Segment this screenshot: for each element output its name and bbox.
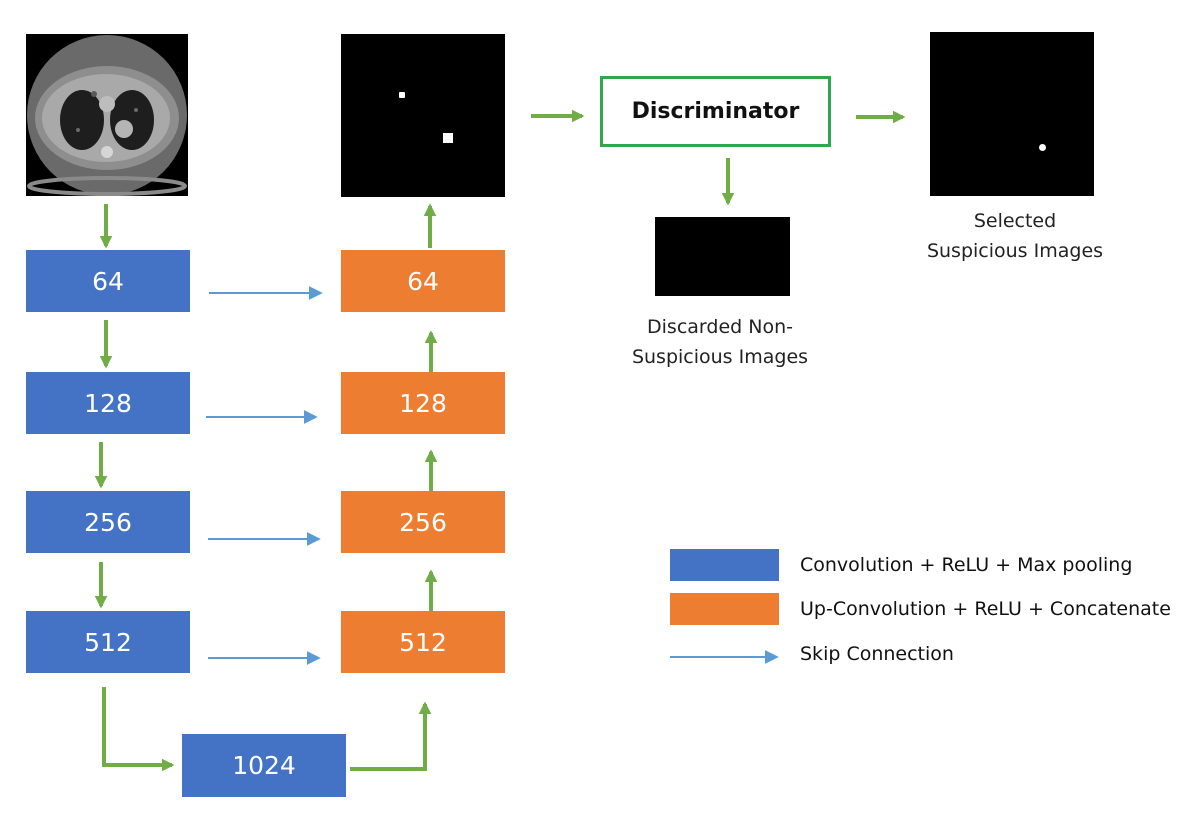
discarded-caption-line2: Suspicious Images (631, 346, 809, 368)
ct-scan-graphic (27, 35, 187, 196)
selected-caption: Selected Suspicious Images (905, 206, 1125, 266)
legend-skip-label: Skip Connection (800, 643, 954, 665)
nodule-spot-large (443, 133, 453, 143)
discriminator-box: Discriminator (600, 76, 831, 147)
ct-scan-input-image (26, 34, 188, 196)
nodule-spot-small (399, 92, 405, 98)
bottleneck-block-1024: 1024 (182, 734, 346, 797)
encoder-block-512: 512 (26, 611, 190, 673)
decoder-block-64: 64 (341, 250, 505, 312)
flow-arrow-512-to-1024 (102, 687, 175, 772)
discarded-caption: Discarded Non- Suspicious Images (600, 312, 840, 372)
discarded-image (655, 217, 790, 296)
decoder-block-128: 128 (341, 372, 505, 434)
discarded-caption-line1: Discarded Non- (647, 316, 793, 338)
selected-caption-line1: Selected (973, 210, 1057, 232)
decoder-block-256: 256 (341, 491, 505, 553)
selected-suspicious-image (930, 32, 1094, 196)
legend-encoder-label: Convolution + ReLU + Max pooling (800, 554, 1133, 576)
nodule-spot (1039, 144, 1046, 151)
legend-decoder-label: Up-Convolution + ReLU + Concatenate (800, 598, 1171, 620)
legend-encoder-swatch (670, 549, 779, 581)
encoder-block-128: 128 (26, 372, 190, 434)
encoder-block-64: 64 (26, 250, 190, 312)
selected-caption-line2: Suspicious Images (926, 240, 1104, 262)
flow-arrow-1024-to-decoder-512 (350, 701, 432, 771)
generator-output-image (341, 34, 505, 197)
encoder-block-256: 256 (26, 491, 190, 553)
legend-decoder-swatch (670, 593, 779, 625)
decoder-block-512: 512 (341, 611, 505, 673)
